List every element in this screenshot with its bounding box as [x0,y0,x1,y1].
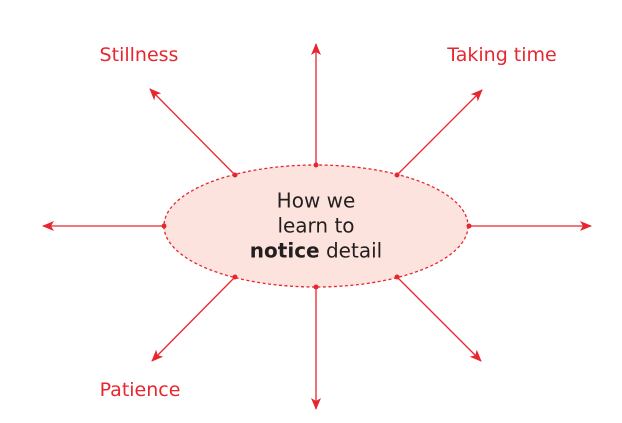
center-rest: detail [319,238,383,263]
arrow-up-right [396,89,483,176]
center-line-1: How we [276,188,356,213]
center-topic: How we learn to notice detail [250,189,382,264]
arrow-down-right [396,276,482,362]
arrow-up-left [149,88,236,176]
center-line-2: learn to [277,213,355,238]
label-taking-time: Taking time [447,44,557,66]
label-stillness: Stillness [99,44,179,66]
label-patience: Patience [99,379,181,401]
center-bold-word: notice [249,238,320,263]
center-line-3: notice detail [250,239,382,264]
arrow-down-left [151,276,236,362]
connection-dots [161,162,472,290]
